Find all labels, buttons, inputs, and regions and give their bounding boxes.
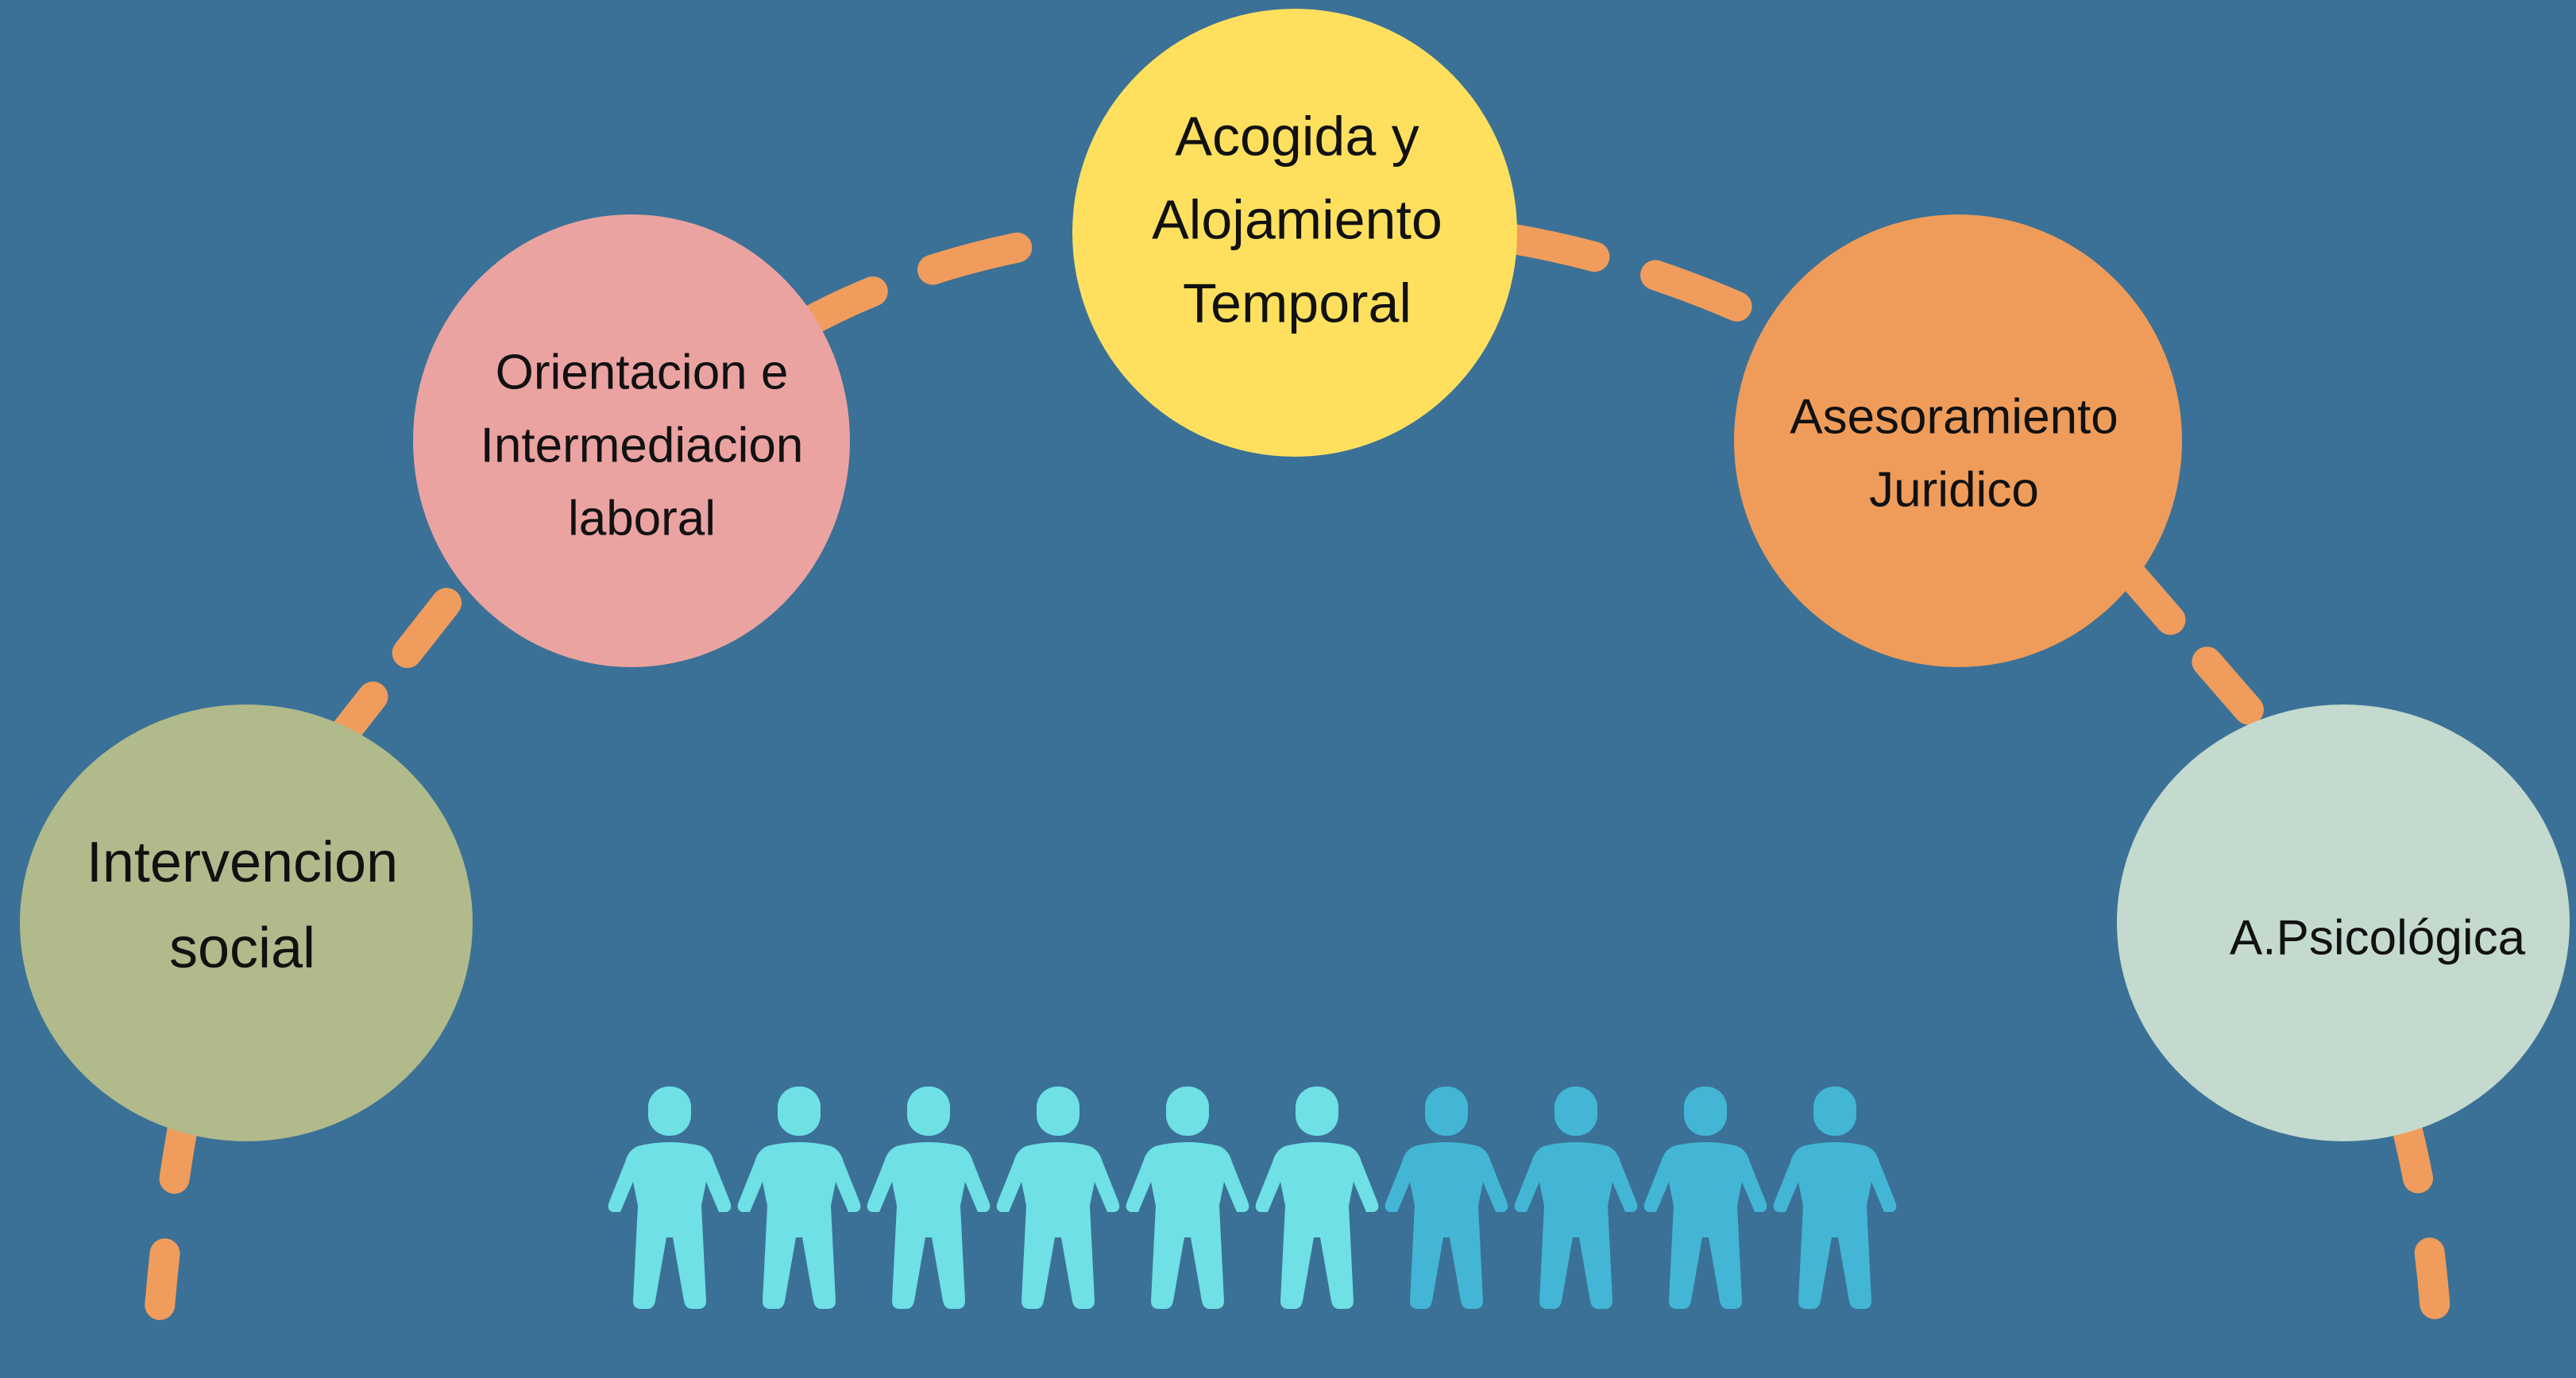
- node-orientacion-intermediacion-laboral: Orientacion e Intermediacion laboral: [413, 214, 850, 667]
- node-circle: [2117, 704, 2570, 1141]
- node-label-line: Juridico: [1869, 462, 2039, 517]
- node-label-line: Acogida y: [1175, 105, 1419, 167]
- person-icon: [608, 1087, 732, 1309]
- person-icon: [996, 1087, 1120, 1309]
- person-icon: [1773, 1087, 1897, 1309]
- connector-left-tail: [140, 1113, 198, 1378]
- node-label-line: A.Psicológica: [2230, 910, 2526, 965]
- people-group: [608, 1087, 1897, 1309]
- node-label-line: laboral: [568, 491, 716, 546]
- node-label: A.Psicológica: [2230, 910, 2526, 965]
- person-icon: [737, 1087, 861, 1309]
- node-circle: [413, 214, 850, 667]
- connector-orientacion-to-acogida: [779, 223, 1083, 345]
- node-a-psicologica: A.Psicológica: [2117, 704, 2570, 1141]
- person-icon: [1385, 1087, 1508, 1309]
- person-icon: [1126, 1087, 1249, 1309]
- node-circle: [1734, 214, 2182, 667]
- node-intervencion-social: Intervencion social: [20, 704, 473, 1141]
- node-label: Orientacion e Intermediacion laboral: [481, 345, 804, 546]
- node-label-line: Alojamiento: [1152, 188, 1442, 250]
- person-icon: [867, 1087, 991, 1309]
- node-label-line: Intermediacion: [481, 418, 804, 473]
- node-label-line: Intervencion: [87, 831, 398, 894]
- connector-asesoramiento-to-psicologica: [2114, 557, 2303, 770]
- node-label-line: Orientacion e: [496, 345, 789, 400]
- node-label-line: Asesoramiento: [1790, 389, 2118, 444]
- node-label-line: social: [169, 917, 315, 980]
- connector-right-tail: [2392, 1113, 2454, 1378]
- node-circle: [20, 704, 473, 1141]
- node-circle: [1072, 9, 1517, 457]
- person-icon: [1514, 1087, 1638, 1309]
- person-icon: [1255, 1087, 1379, 1309]
- node-label: Intervencion social: [87, 831, 398, 980]
- connector-acogida-to-asesoramiento: [1494, 223, 1810, 349]
- person-icon: [1643, 1087, 1767, 1309]
- node-label-line: Temporal: [1183, 272, 1412, 334]
